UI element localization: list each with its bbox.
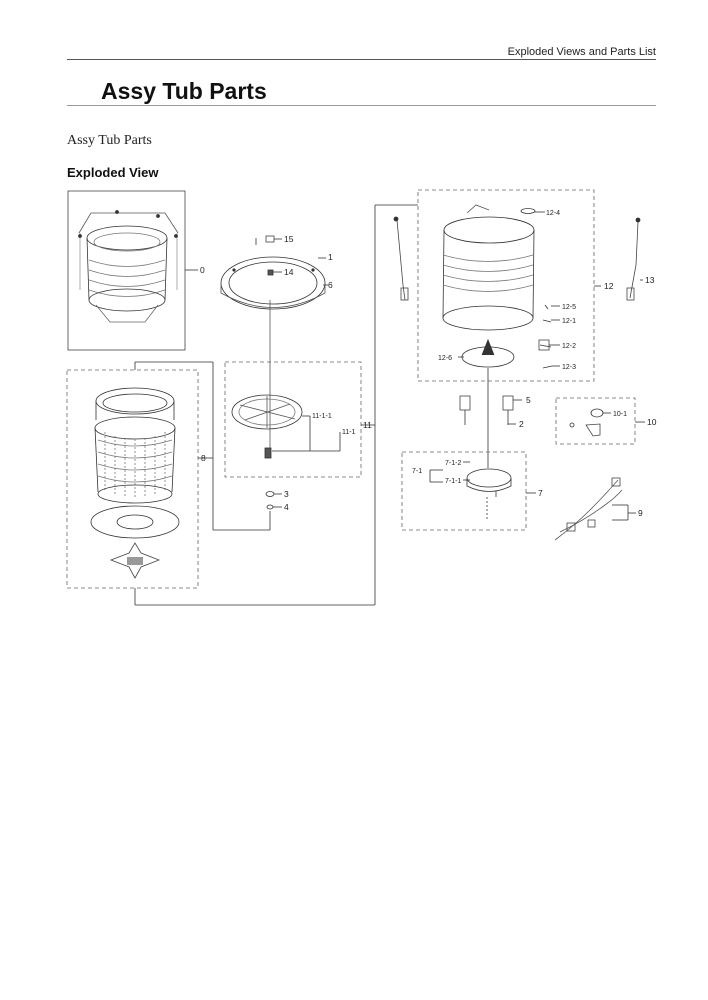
callout-12-5: 12-5 (562, 304, 576, 311)
callout-12-2: 12-2 (562, 343, 576, 350)
page-title: Assy Tub Parts (101, 78, 267, 104)
callout-5: 5 (526, 395, 531, 405)
callout-0: 0 (200, 265, 205, 275)
callout-3: 3 (284, 489, 289, 499)
callout-13: 13 (645, 275, 655, 285)
callout-12-4: 12-4 (546, 210, 560, 217)
callout-11-1-1: 11-1-1 (312, 413, 332, 420)
pulsator-assembly-illustration (224, 204, 418, 605)
hose-13-illustration (626, 217, 643, 301)
motor-assembly-illustration (401, 451, 536, 531)
callout-7: 7 (538, 488, 543, 498)
callout-12-6: 12-6 (438, 355, 452, 362)
wire-harness-illustration (554, 477, 636, 541)
callout-15: 15 (284, 234, 294, 244)
assembled-tub-illustration (67, 190, 198, 351)
callout-11: 11 (363, 420, 372, 430)
callout-7-1: 7-1 (412, 468, 422, 475)
callout-11-1: 11-1 (342, 429, 356, 436)
tub-cover-ring-illustration (220, 235, 328, 455)
callout-8: 8 (201, 453, 206, 463)
callout-10: 10 (647, 417, 657, 427)
callout-12: 12 (604, 281, 614, 291)
callout-14: 14 (284, 267, 294, 277)
outer-tub-illustration (417, 189, 601, 468)
washers-illustration (265, 491, 282, 510)
callout-9: 9 (638, 508, 643, 518)
header-rule (67, 59, 656, 60)
drain-hose-illustration (393, 216, 409, 301)
title-rule (67, 105, 656, 106)
callout-6: 6 (328, 280, 333, 290)
valve-assembly-illustration (555, 397, 645, 445)
section-heading: Exploded View (67, 165, 159, 180)
running-header: Exploded Views and Parts List (507, 46, 656, 58)
drum-illustration (66, 361, 375, 606)
subtitle: Assy Tub Parts (67, 133, 152, 148)
callout-4: 4 (284, 502, 289, 512)
callout-12-3: 12-3 (562, 364, 576, 371)
callout-12-1: 12-1 (562, 318, 576, 325)
callout-2: 2 (519, 419, 524, 429)
callout-7-1-2: 7-1-2 (445, 460, 461, 467)
callout-10-1: 10-1 (613, 411, 627, 418)
callout-1: 1 (328, 252, 333, 262)
damper-parts-illustration (459, 395, 522, 425)
callout-7-1-1: 7-1-1 (445, 478, 461, 485)
